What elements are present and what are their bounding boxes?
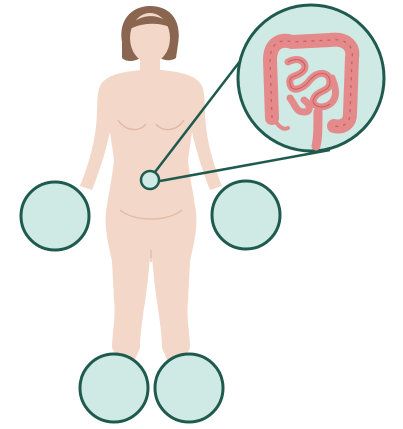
left-hand-circle (21, 182, 89, 250)
right-hand-circle (212, 181, 280, 249)
focus-point (141, 171, 159, 189)
zoom-circle (238, 5, 384, 151)
right-foot-circle (155, 354, 223, 422)
left-foot-circle (80, 354, 148, 422)
rectum (316, 112, 318, 146)
